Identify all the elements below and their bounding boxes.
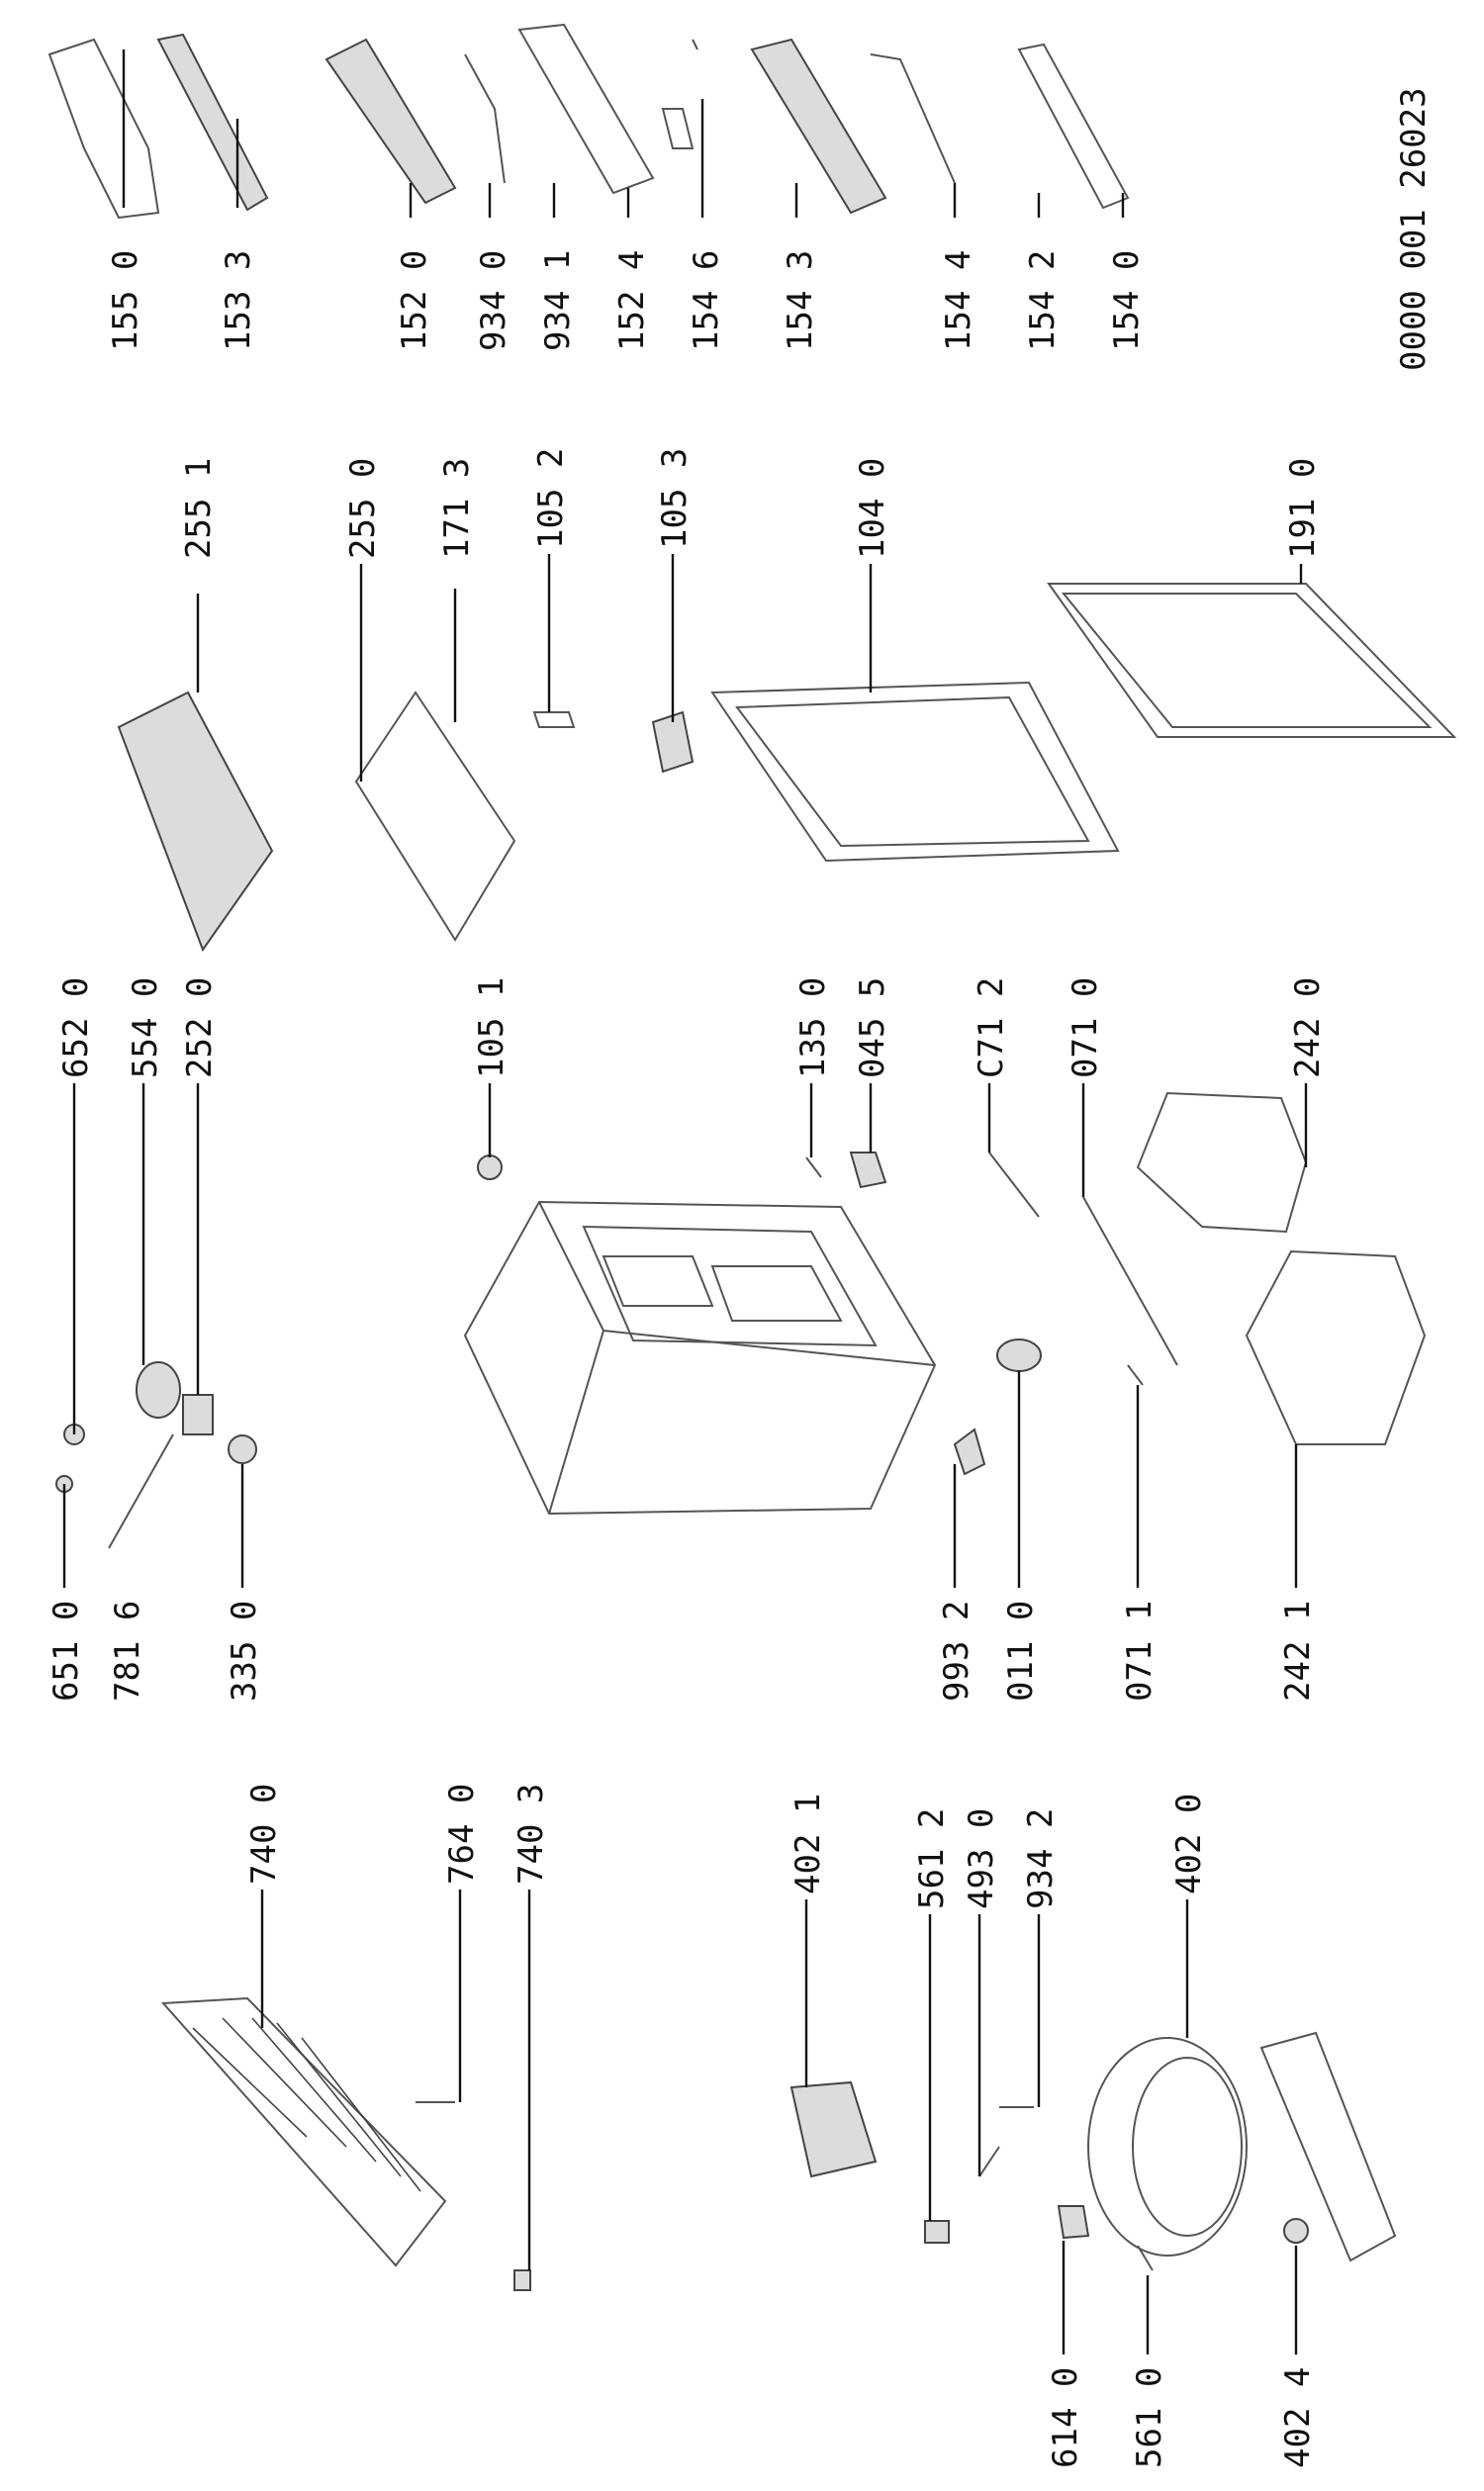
label-740-0: 740 0 [244, 1784, 284, 1885]
part-554-0 [136, 1361, 181, 1419]
part-071-0 [1082, 1196, 1178, 1366]
part-105-1 [477, 1154, 503, 1180]
part-104-0-inner [735, 695, 1090, 848]
part-152-4 [661, 108, 695, 149]
label-104-0: 104 0 [853, 458, 892, 559]
label-045-5: 045 5 [853, 977, 892, 1078]
part-154-2 [1017, 43, 1130, 210]
part-labels: 155 0 153 3 152 0 934 0 934 1 152 4 154 … [46, 87, 1434, 2468]
part-154-3 [750, 38, 887, 215]
label-135-0: 135 0 [793, 977, 833, 1078]
part-934-1 [517, 23, 655, 195]
part-740-0 [160, 1996, 447, 2267]
label-255-1: 255 1 [179, 458, 219, 559]
part-154-6 [692, 39, 698, 50]
parts-cabinet-small [477, 1152, 1178, 1476]
label-191-0: 191 0 [1283, 458, 1323, 559]
label-614-0: 614 0 [1046, 2367, 1085, 2468]
part-c71-2 [988, 1152, 1040, 1218]
label-c71-2: C71 2 [972, 977, 1011, 1078]
parts-drawers [1136, 1091, 1427, 1445]
part-252-0 [182, 1394, 214, 1435]
label-402-1: 402 1 [788, 1794, 828, 1894]
label-242-0: 242 0 [1288, 977, 1328, 1078]
label-934-1: 934 1 [538, 250, 578, 351]
parts-controls [55, 1361, 257, 1549]
label-152-0: 152 0 [395, 250, 434, 351]
part-191-0 [1047, 583, 1457, 738]
label-011-0: 011 0 [1001, 1601, 1041, 1702]
part-740-3 [513, 2269, 531, 2291]
part-561-2 [924, 2220, 950, 2244]
label-652-0: 652 0 [56, 977, 96, 1078]
label-402-0: 402 0 [1169, 1794, 1209, 1894]
parts-door-trims [47, 23, 1130, 220]
label-934-2: 934 2 [1021, 1808, 1061, 1909]
label-993-2: 993 2 [937, 1601, 976, 1702]
label-561-2: 561 2 [912, 1808, 952, 1909]
label-171-3: 171 3 [437, 458, 477, 559]
label-764-0: 764 0 [442, 1784, 482, 1885]
part-105-2 [532, 711, 576, 728]
part-104-0 [710, 681, 1120, 863]
part-242-0 [1136, 1091, 1308, 1234]
label-155-0: 155 0 [106, 250, 145, 351]
part-135-0 [805, 1156, 822, 1178]
label-152-4: 152 4 [612, 250, 652, 351]
parts-compressor-area [416, 2031, 1397, 2291]
label-105-2: 105 2 [531, 448, 571, 549]
part-152-0 [325, 38, 457, 205]
label-781-6: 781 6 [108, 1601, 147, 1702]
part-614-0 [1057, 2205, 1090, 2240]
part-493-0 [978, 2146, 1000, 2177]
part-255-0 [354, 691, 516, 942]
part-255-1 [117, 691, 274, 953]
label-252-0: 252 0 [180, 977, 220, 1078]
part-compressor-bracket [1259, 2031, 1397, 2262]
part-781-6 [108, 1433, 174, 1549]
label-154-0: 154 0 [1107, 250, 1147, 351]
label-554-0: 554 0 [126, 977, 165, 1078]
label-154-3: 154 3 [781, 250, 820, 351]
part-cabinet [463, 1200, 937, 1516]
label-740-3: 740 3 [511, 1784, 551, 1885]
label-561-0: 561 0 [1130, 2367, 1169, 2468]
label-934-0: 934 0 [474, 250, 513, 351]
label-105-1: 105 1 [472, 977, 511, 1078]
part-402-0-cap [1132, 2057, 1243, 2237]
part-402-1 [789, 2080, 878, 2178]
part-045-5 [849, 1152, 887, 1189]
document-code: 0000 001 26023 [1394, 87, 1434, 371]
label-493-0: 493 0 [962, 1808, 1001, 1909]
part-154-4 [870, 53, 956, 184]
leader-lines [62, 49, 1308, 2354]
part-402-0 [1087, 2037, 1248, 2257]
part-011-0 [996, 1338, 1042, 1372]
label-651-0: 651 0 [46, 1601, 86, 1702]
label-242-1: 242 1 [1278, 1601, 1318, 1702]
part-335-0 [228, 1434, 257, 1464]
label-255-0: 255 0 [343, 458, 383, 559]
label-154-2: 154 2 [1023, 250, 1063, 351]
label-335-0: 335 0 [225, 1601, 264, 1702]
label-105-3: 105 3 [655, 448, 695, 549]
part-934-0 [464, 53, 506, 184]
part-561-0 [1137, 2245, 1154, 2271]
parts-shelves [117, 583, 1457, 953]
label-402-4: 402 4 [1278, 2367, 1318, 2468]
part-993-2 [953, 1428, 986, 1476]
part-153-3 [156, 33, 269, 212]
label-153-3: 153 3 [219, 250, 258, 351]
label-154-6: 154 6 [687, 250, 726, 351]
label-071-1: 071 1 [1120, 1601, 1159, 1702]
part-191-0-inner [1061, 593, 1433, 728]
label-154-4: 154 4 [939, 250, 978, 351]
part-071-1 [1127, 1364, 1144, 1386]
part-402-4 [1283, 2218, 1309, 2244]
part-242-1 [1245, 1249, 1427, 1445]
label-071-0: 071 0 [1066, 977, 1105, 1078]
part-155-0 [47, 38, 160, 220]
